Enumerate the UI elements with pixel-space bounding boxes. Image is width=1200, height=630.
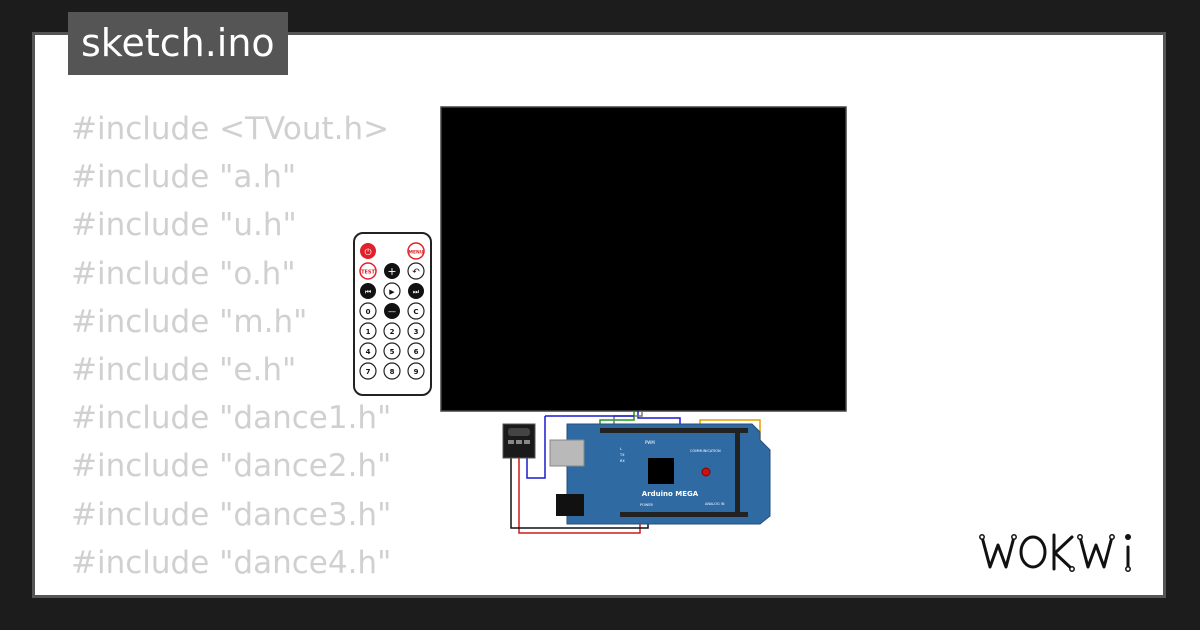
side-header: [735, 432, 740, 516]
digit-button-2[interactable]: 2: [383, 322, 401, 340]
ir-receiver-lens: [508, 428, 530, 436]
minus-icon: —: [388, 307, 396, 316]
wire-blue: [637, 411, 681, 426]
arduino-mega-board: Arduino MEGA PWM COMMUNICATION POWER ANA…: [549, 423, 771, 525]
power-icon: ⏻: [364, 247, 371, 258]
analog-header: [620, 512, 748, 517]
digit-label: 6: [414, 348, 419, 356]
digit-label: 8: [390, 368, 395, 376]
digit-button-4[interactable]: 4: [359, 342, 377, 360]
digit-button-1[interactable]: 1: [359, 322, 377, 340]
l-label: L: [620, 447, 622, 451]
pwm-label: PWM: [645, 440, 655, 445]
next-icon: ⏭: [413, 288, 420, 296]
digit-label: 5: [390, 348, 395, 356]
menu-label: MENU: [409, 250, 424, 256]
zero-label: 0: [366, 308, 371, 316]
c-label: C: [413, 308, 418, 316]
mcu-chip: [648, 458, 674, 484]
board-name: Arduino MEGA: [642, 490, 699, 498]
ir-remote: ⏻ MENU TEST + ↶ ⏮ ▶ ⏭: [353, 232, 432, 396]
tv-screen: [440, 106, 847, 412]
digit-label: 3: [414, 328, 419, 336]
plus-button[interactable]: +: [384, 263, 400, 279]
back-button[interactable]: ↶: [407, 262, 425, 280]
code-line: #include "o.h": [71, 255, 296, 292]
c-button[interactable]: C: [407, 302, 425, 320]
reset-button[interactable]: [701, 467, 711, 477]
back-icon: ↶: [412, 268, 420, 278]
code-line: #include "u.h": [71, 207, 297, 244]
previous-button[interactable]: ⏮: [360, 283, 376, 299]
digit-button-9[interactable]: 9: [407, 362, 425, 380]
power-jack: [556, 494, 584, 516]
digit-button-3[interactable]: 3: [407, 322, 425, 340]
digit-label: 4: [366, 348, 371, 356]
tx-label: TX: [619, 453, 625, 457]
digit-label: 2: [390, 328, 395, 336]
usb-port: [549, 439, 585, 467]
code-line: #include <TVout.h>: [71, 111, 390, 147]
digit-label: 9: [414, 368, 419, 376]
minus-button[interactable]: —: [384, 303, 400, 319]
code-line: #include "dance3.h": [71, 496, 392, 533]
digital-header: [600, 428, 748, 433]
code-line: #include "dance4.h": [71, 544, 392, 581]
menu-button[interactable]: MENU: [407, 242, 425, 260]
rx-label: RX: [620, 459, 625, 463]
test-button[interactable]: TEST: [359, 262, 377, 280]
plus-icon: +: [387, 265, 396, 278]
code-line: #include "m.h": [71, 303, 308, 340]
test-label: TEST: [361, 270, 375, 276]
digit-button-6[interactable]: 6: [407, 342, 425, 360]
wokwi-logo: [979, 533, 1131, 572]
digit-label: 1: [366, 328, 371, 336]
digit-button-7[interactable]: 7: [359, 362, 377, 380]
previous-icon: ⏮: [365, 288, 371, 296]
code-line: #include "a.h": [71, 159, 297, 196]
ir-receiver: [502, 423, 536, 459]
play-button[interactable]: ▶: [383, 282, 401, 300]
zero-button[interactable]: 0: [359, 302, 377, 320]
power-button[interactable]: ⏻: [360, 243, 376, 259]
wire-blue-ir: [526, 416, 546, 479]
next-button[interactable]: ⏭: [408, 283, 424, 299]
code-listing: #include <TVout.h> #include "a.h" #inclu…: [71, 105, 453, 595]
digit-button-8[interactable]: 8: [383, 362, 401, 380]
power-label: POWER: [640, 503, 654, 507]
digit-button-5[interactable]: 5: [383, 342, 401, 360]
digit-label: 7: [366, 368, 371, 376]
code-line: #include "dance1.h": [71, 400, 392, 437]
communication-label: COMMUNICATION: [690, 449, 721, 453]
play-icon: ▶: [389, 288, 395, 296]
code-line: #include "dance_tv_1.h": [71, 587, 453, 595]
code-line: #include "dance2.h": [71, 448, 392, 485]
analog-in-label: ANALOG IN: [705, 502, 725, 506]
file-title: sketch.ino: [68, 12, 288, 75]
code-line: #include "e.h": [71, 351, 297, 388]
